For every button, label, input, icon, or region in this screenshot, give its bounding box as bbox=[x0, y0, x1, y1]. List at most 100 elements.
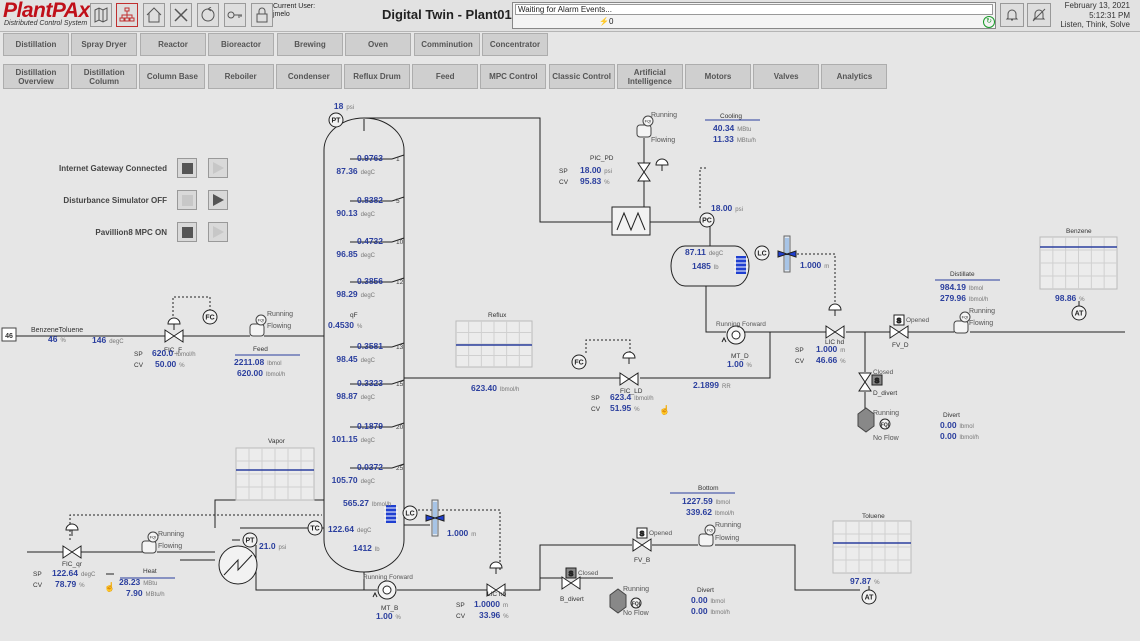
fv-d-solenoid-letter: S bbox=[897, 318, 902, 325]
bell-icon[interactable] bbox=[1000, 3, 1024, 27]
stop-button[interactable] bbox=[177, 190, 197, 210]
play-button[interactable] bbox=[208, 158, 228, 178]
fic-ld-actuator[interactable] bbox=[622, 351, 636, 359]
pc-condenser[interactable] bbox=[699, 212, 715, 228]
nav-sub-valves[interactable]: Valves bbox=[753, 64, 820, 89]
fic-f-valve[interactable] bbox=[164, 329, 184, 343]
nav-top-comminution[interactable]: Comminution bbox=[414, 33, 480, 56]
nav-top-oven[interactable]: Oven bbox=[345, 33, 411, 56]
stop-button[interactable] bbox=[177, 222, 197, 242]
date: February 13, 2021 bbox=[1064, 1, 1130, 10]
fc-feed[interactable] bbox=[202, 309, 218, 325]
fqi-cooling-bubble bbox=[642, 115, 654, 127]
pt-column-top[interactable] bbox=[328, 112, 344, 128]
fqi-distillate[interactable] bbox=[953, 320, 969, 334]
fc-feed-label: FC bbox=[205, 315, 214, 322]
nav-sub-mpc-control[interactable]: MPC Control bbox=[480, 64, 547, 89]
nav-top-spray-dryer[interactable]: Spray Dryer bbox=[71, 33, 137, 56]
nav-sub-reflux-drum[interactable]: Reflux Drum bbox=[344, 64, 410, 89]
lock-icon[interactable] bbox=[251, 3, 273, 27]
tc-column[interactable] bbox=[307, 520, 323, 536]
nav-top-distillation[interactable]: Distillation bbox=[3, 33, 69, 56]
key-icon[interactable] bbox=[224, 3, 246, 27]
nav-top-brewing[interactable]: Brewing bbox=[277, 33, 343, 56]
nav-sub-condenser[interactable]: Condenser bbox=[275, 64, 342, 89]
mt-d-pump-motor-icon bbox=[721, 336, 727, 343]
refresh-icon[interactable] bbox=[197, 3, 219, 27]
lic-hb-actuator[interactable] bbox=[489, 561, 503, 569]
play-button[interactable] bbox=[208, 190, 228, 210]
fv-b-valve[interactable] bbox=[632, 538, 652, 552]
feed-fqi-state2: Flowing bbox=[267, 323, 291, 330]
fic-qr-actuator[interactable] bbox=[65, 523, 79, 531]
nav-sub-column-base[interactable]: Column Base bbox=[139, 64, 206, 89]
d-divert-solenoid[interactable] bbox=[871, 374, 883, 386]
drum-level-bar-marker bbox=[777, 250, 797, 258]
nav-sub-feed[interactable]: Feed bbox=[412, 64, 479, 89]
fv-d-solenoid[interactable] bbox=[893, 314, 905, 326]
fqi-d-divert[interactable] bbox=[879, 418, 891, 430]
fqi-feed[interactable] bbox=[249, 323, 265, 337]
b-divert-pump[interactable] bbox=[609, 588, 627, 614]
d-divert-valve[interactable] bbox=[858, 372, 872, 392]
at-bottom[interactable] bbox=[861, 589, 877, 605]
tray-fraction: 0.4732 bbox=[357, 236, 383, 246]
cooling-label: Cooling bbox=[720, 113, 742, 120]
nav-sub-distillation-overview[interactable]: Distillation Overview bbox=[3, 64, 69, 89]
stop-button[interactable] bbox=[177, 158, 197, 178]
nav-sub-analytics[interactable]: Analytics bbox=[821, 64, 888, 89]
nav-sub-artificial-intelligence[interactable]: Artificial Intelligence bbox=[616, 64, 683, 89]
pic-pd-actuator[interactable] bbox=[655, 158, 669, 166]
nav-sub-classic-control[interactable]: Classic Control bbox=[548, 64, 615, 89]
fqi-bottom[interactable] bbox=[698, 533, 714, 547]
at-distillate[interactable] bbox=[1071, 305, 1087, 321]
divert-d-label: Divert bbox=[943, 412, 960, 419]
d-divert-pump[interactable] bbox=[857, 407, 875, 433]
fv-d-valve[interactable] bbox=[889, 325, 909, 339]
pic-pd-valve[interactable] bbox=[637, 162, 651, 182]
nav-sub-motors[interactable]: Motors bbox=[685, 64, 751, 89]
lic-hd-valve[interactable] bbox=[825, 325, 845, 339]
mute-bell-icon[interactable] bbox=[1027, 3, 1051, 27]
nav-sub-reboiler[interactable]: Reboiler bbox=[207, 64, 274, 89]
fic-f-actuator[interactable] bbox=[167, 317, 181, 325]
reflux-sp-label: SP bbox=[591, 395, 600, 402]
fic-ld-valve[interactable] bbox=[619, 372, 639, 386]
lc-drum[interactable] bbox=[754, 245, 770, 261]
lc-column[interactable] bbox=[402, 505, 418, 521]
acknowledge-icon[interactable]: ↻ bbox=[983, 16, 995, 28]
lic-hb-sp-label: SP bbox=[456, 602, 465, 609]
nav-sub-distillation-column[interactable]: Distillation Column bbox=[71, 64, 138, 89]
lic-hd-actuator[interactable] bbox=[828, 303, 842, 311]
fqi-heat[interactable] bbox=[141, 540, 157, 554]
mt-b-pct: 1.00% bbox=[376, 611, 402, 621]
mt-b-pump-impeller bbox=[382, 585, 392, 595]
fic-qr-valve[interactable] bbox=[62, 545, 82, 559]
nav-top-concentrator[interactable]: Concentrator bbox=[482, 33, 548, 56]
tray-number: 10 bbox=[396, 239, 404, 246]
close-icon[interactable] bbox=[170, 3, 192, 27]
fqi-cooling[interactable] bbox=[636, 124, 652, 138]
tray-number: 5 bbox=[396, 198, 400, 205]
feed-tag[interactable] bbox=[1, 327, 17, 342]
home-icon[interactable] bbox=[143, 3, 165, 27]
nav-top-bioreactor[interactable]: Bioreactor bbox=[208, 33, 274, 56]
fic-qr-sp-label: SP bbox=[33, 571, 42, 578]
b-divert-solenoid-letter: S bbox=[569, 571, 574, 578]
nav-top-reactor[interactable]: Reactor bbox=[140, 33, 206, 56]
b-divert-solenoid[interactable] bbox=[565, 567, 577, 579]
fv-b-solenoid[interactable] bbox=[636, 527, 648, 539]
pt-reboiler[interactable] bbox=[242, 532, 258, 548]
fqi-b-divert[interactable] bbox=[630, 597, 642, 609]
fc-reflux[interactable] bbox=[571, 354, 587, 370]
b-divert-valve[interactable] bbox=[561, 576, 581, 590]
alarm-count: 0 bbox=[609, 17, 614, 26]
play-button[interactable] bbox=[208, 222, 228, 242]
hierarchy-icon[interactable] bbox=[116, 3, 138, 27]
alarm-banner[interactable]: Waiting for Alarm Events... ⚡ 0 ↻ bbox=[512, 2, 996, 29]
lic-hb-valve[interactable] bbox=[486, 583, 506, 597]
map-icon[interactable] bbox=[90, 3, 112, 27]
